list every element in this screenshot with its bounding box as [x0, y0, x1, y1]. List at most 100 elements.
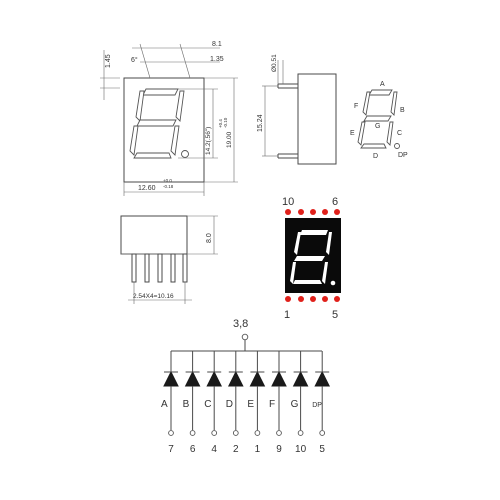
legend-seg-d: [360, 143, 387, 149]
legend-seg-f: [362, 91, 371, 116]
dim-pitch: 8.1: [212, 41, 222, 48]
bottom-pin: [182, 253, 188, 283]
bottom-pin: [131, 253, 137, 283]
bottom-pins: [131, 253, 188, 283]
pin-dot: [298, 296, 304, 302]
front-seg-dp: [181, 150, 189, 158]
pin-terminal-e: [254, 430, 261, 436]
bottom-pin: [157, 253, 163, 283]
diode-a: [163, 370, 179, 387]
legend-label-f: F: [354, 103, 358, 110]
photo-seg-f: [294, 232, 301, 255]
front-digit-8: [129, 88, 189, 159]
dim-digit-height: 14.2(.56"): [205, 127, 212, 155]
dim-row-spacing: 15.24: [257, 114, 264, 132]
diode-g: [292, 370, 309, 387]
segment-label-a: A: [161, 399, 168, 410]
side-body-outline: [297, 73, 337, 165]
legend-label-dp: DP: [398, 152, 408, 159]
pin-terminal-dp: [319, 430, 326, 436]
dim-body-tol-plus: +0.4: [218, 119, 223, 128]
pin-dot: [334, 296, 340, 302]
dim-width-tol-minus: -0.18: [163, 184, 174, 189]
dim-depth: 8.0: [206, 233, 213, 243]
pin-terminal-b: [189, 430, 196, 436]
front-seg-a: [142, 88, 179, 96]
pin-terminal-c: [211, 430, 218, 436]
pin-number-e: 1: [255, 444, 261, 455]
front-seg-b: [175, 90, 185, 122]
photo-seg-b: [326, 232, 332, 255]
bottom-pin-dots: [285, 296, 340, 302]
common-pins-label: 3,8: [233, 318, 248, 330]
photo-seg-dp: [330, 280, 336, 286]
top-pin-dots: [285, 209, 340, 215]
pin-dot: [322, 209, 328, 215]
pinout-photo: 10 6 1 5: [282, 196, 341, 321]
front-seg-d: [133, 152, 172, 159]
legend-label-c: C: [397, 130, 402, 137]
bottom-pin: [170, 253, 176, 283]
segment-label-g: G: [291, 399, 299, 410]
bottom-body-outline: [120, 215, 188, 255]
slant-line: [139, 43, 151, 79]
photo-seg-c: [322, 262, 328, 284]
pin-number-b: 6: [190, 444, 196, 455]
pin-number-a: 7: [168, 444, 174, 455]
legend-label-e: E: [350, 130, 355, 137]
dim-body-height: 19.00: [226, 131, 233, 148]
dim-offset: 1.35: [210, 56, 224, 63]
pin-dot: [334, 209, 340, 215]
pin-terminal-g: [297, 430, 304, 436]
slant-line: [179, 43, 191, 79]
segment-label-c: C: [204, 399, 211, 410]
pin-dot: [285, 209, 291, 215]
diode-dp: [314, 370, 331, 387]
pin-number-c: 4: [211, 444, 217, 455]
dim-slant: 6°: [131, 56, 138, 64]
photo-digit-8: [290, 230, 336, 286]
front-seg-f: [135, 90, 145, 122]
segment-label-f: F: [269, 399, 275, 410]
pin-label-10: 10: [282, 196, 294, 208]
legend-seg-g: [363, 115, 392, 122]
pin-dot: [285, 296, 291, 302]
pin-dot: [310, 209, 316, 215]
legend-label-a: A: [380, 81, 385, 88]
legend-seg-c: [386, 121, 394, 146]
bottom-view: 8.0 2.54X4=10.16: [120, 215, 218, 304]
pin-dot: [322, 296, 328, 302]
segment-label-e: E: [247, 399, 254, 410]
pin-label-5: 5: [332, 309, 338, 321]
dim-width-tol-plus: +0.0: [163, 178, 172, 183]
photo-seg-d: [293, 280, 322, 284]
photo-seg-g: [294, 256, 325, 261]
pin-dot: [310, 296, 316, 302]
legend-seg-dp: [394, 143, 400, 149]
legend-label-b: B: [400, 107, 405, 114]
pin-terminal-f: [276, 430, 282, 436]
side-view: Ø0.51 15.24: [257, 54, 337, 165]
pin-number-g: 10: [295, 444, 307, 455]
pin-terminal-a: [168, 430, 174, 436]
dim-top: 1.45: [105, 54, 112, 68]
pin-number-dp: 5: [319, 444, 325, 455]
pin-dot: [298, 209, 304, 215]
legend-label-d: D: [373, 153, 378, 160]
diode-c: [206, 370, 223, 387]
diode-f: [271, 370, 287, 387]
dim-pin-pitch: 2.54X4=10.16: [133, 293, 174, 300]
diode-d: [227, 370, 244, 387]
legend-label-g: G: [375, 123, 380, 130]
common-terminal: [241, 333, 249, 341]
segment-label-b: B: [183, 399, 190, 410]
pin-terminal-d: [232, 430, 239, 436]
pin-label-6: 6: [332, 196, 338, 208]
segment-label-dp: DP: [312, 402, 322, 409]
front-body-outline: [123, 77, 205, 183]
dim-width: 12.60: [138, 185, 156, 192]
